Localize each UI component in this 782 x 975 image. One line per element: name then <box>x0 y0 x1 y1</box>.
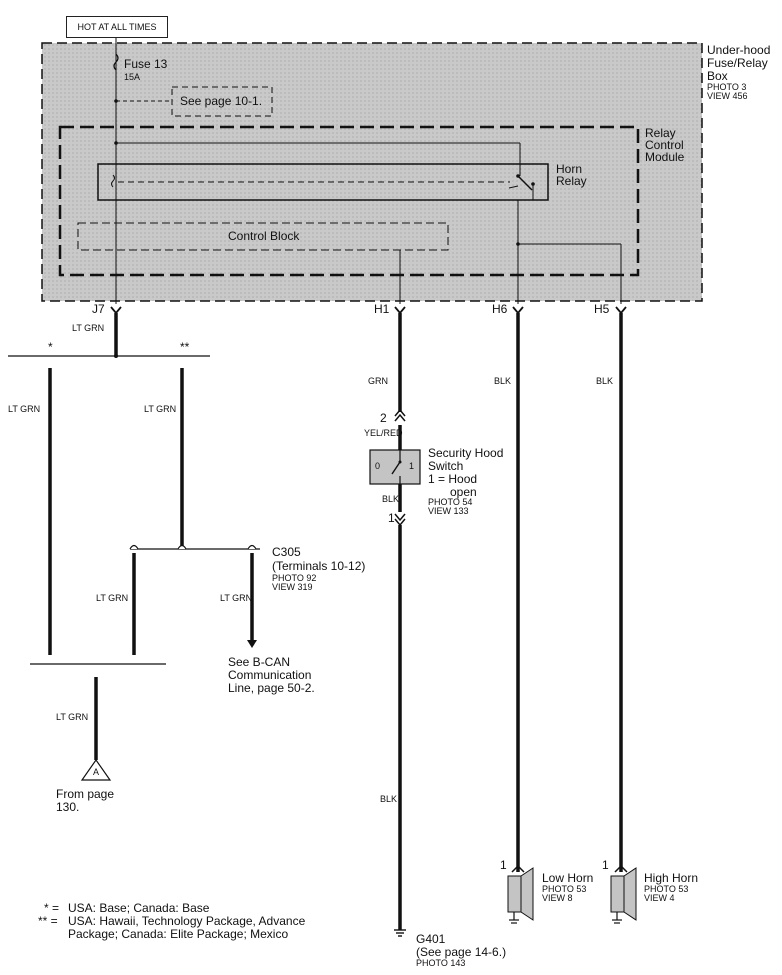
note-star2-line2: Package; Canada: Elite Package; Mexico <box>68 927 289 941</box>
note-star1-symbol: * = <box>44 901 60 915</box>
bcan-line-1: See B-CAN <box>228 655 291 669</box>
ground-see: (See page 14-6.) <box>416 945 507 959</box>
low-horn-name: Low Horn <box>542 871 594 885</box>
terminal-h1: H1 <box>374 302 390 316</box>
wire-ltgrn-branch: LT GRN <box>96 593 129 603</box>
relay-control-module <box>58 125 640 277</box>
hood-switch-title-1: Security Hood <box>428 446 504 460</box>
from-page-line-2: 130. <box>56 800 80 814</box>
fuse-box-photo: PHOTO 3 <box>707 82 747 92</box>
hood-switch-title-2: Switch <box>428 459 464 473</box>
note-star2-line1: USA: Hawaii, Technology Package, Advance <box>68 914 306 928</box>
hood-switch-state-2: open <box>450 485 477 499</box>
low-horn-view: VIEW 8 <box>542 893 573 903</box>
relay-contact <box>517 175 533 191</box>
hood-switch-pin-top: 2 <box>380 411 387 425</box>
fuse-box-title-1: Under-hood <box>707 43 771 57</box>
terminal-h5: H5 <box>594 302 610 316</box>
fuse-box-view: VIEW 456 <box>707 91 748 101</box>
branch-mark-double: ** <box>180 340 190 354</box>
high-horn-symbol <box>610 864 637 924</box>
note-star2-symbol: ** = <box>38 914 58 928</box>
ground-name: G401 <box>416 932 446 946</box>
low-horn-photo: PHOTO 53 <box>542 884 587 894</box>
wire-yelred: YEL/RED <box>364 428 403 438</box>
wire-ltgrn-c305: LT GRN <box>220 593 253 603</box>
fuse-13 <box>113 53 119 71</box>
wire-blk-switch: BLK <box>382 494 400 504</box>
c305-terminals: (Terminals 10-12) <box>272 559 366 573</box>
hood-switch-photo: PHOTO 54 <box>428 497 473 507</box>
wire-ltgrn-bottom: LT GRN <box>56 712 89 722</box>
hood-switch-pos1: 1 <box>409 461 415 471</box>
high-horn-name: High Horn <box>644 871 699 885</box>
from-page-line-1: From page <box>56 787 115 801</box>
from-page-triangle <box>80 758 112 781</box>
c305-view: VIEW 319 <box>272 582 313 592</box>
hood-switch-state-1: 1 = Hood <box>428 472 478 486</box>
bcan-line-3: Line, page 50-2. <box>228 681 315 695</box>
control-block-label: Control Block <box>228 229 300 243</box>
power-label: HOT AT ALL TIMES <box>66 16 168 38</box>
bcan-arrow <box>247 640 257 648</box>
low-horn-pin: 1 <box>500 858 507 872</box>
fuse-box-title-3: Box <box>707 69 728 83</box>
fuse-box-title-2: Fuse/Relay <box>707 56 768 70</box>
c305-photo: PHOTO 92 <box>272 573 317 583</box>
wire-blk-ground: BLK <box>380 794 398 804</box>
horn-relay-box <box>97 163 549 201</box>
hood-switch-box <box>369 449 421 485</box>
terminal-j7: J7 <box>92 302 105 316</box>
see-page-link[interactable]: See page 10-1. <box>180 94 263 108</box>
wire-ltgrn-j7: LT GRN <box>72 323 105 333</box>
relay-module-title-2: Control <box>645 138 684 152</box>
wire-ltgrn-mid: LT GRN <box>144 404 177 414</box>
fuse-relay-box <box>41 42 703 302</box>
note-star1-text: USA: Base; Canada: Base <box>68 901 210 915</box>
wire-grn-h1: GRN <box>368 376 388 386</box>
low-horn-symbol <box>507 864 534 924</box>
fuse-label: Fuse 13 <box>124 57 168 71</box>
fuse-rating: 15A <box>124 72 141 82</box>
relay-module-title-3: Module <box>645 150 685 164</box>
high-horn-pin: 1 <box>602 858 609 872</box>
bcan-line-2: Communication <box>228 668 312 682</box>
high-horn-view: VIEW 4 <box>644 893 675 903</box>
hood-switch-pos0: 0 <box>375 461 381 471</box>
from-page-marker: A <box>93 767 100 777</box>
horn-relay-label-1: Horn <box>556 162 583 176</box>
high-horn-photo: PHOTO 53 <box>644 884 689 894</box>
terminal-h6: H6 <box>492 302 508 316</box>
hood-switch-view: VIEW 133 <box>428 506 469 516</box>
relay-module-title-1: Relay <box>645 126 676 140</box>
horn-relay-label-2: Relay <box>556 174 587 188</box>
see-page-box <box>171 86 273 117</box>
wire-ltgrn-left: LT GRN <box>8 404 41 414</box>
hood-switch-pin-bottom: 1 <box>388 511 395 525</box>
ground-photo: PHOTO 143 <box>416 958 466 968</box>
control-block-box <box>77 222 449 251</box>
c305-name: C305 <box>272 545 301 559</box>
wire-blk-h5: BLK <box>596 376 614 386</box>
wire-blk-h6: BLK <box>494 376 512 386</box>
branch-mark-single: * <box>48 340 53 354</box>
